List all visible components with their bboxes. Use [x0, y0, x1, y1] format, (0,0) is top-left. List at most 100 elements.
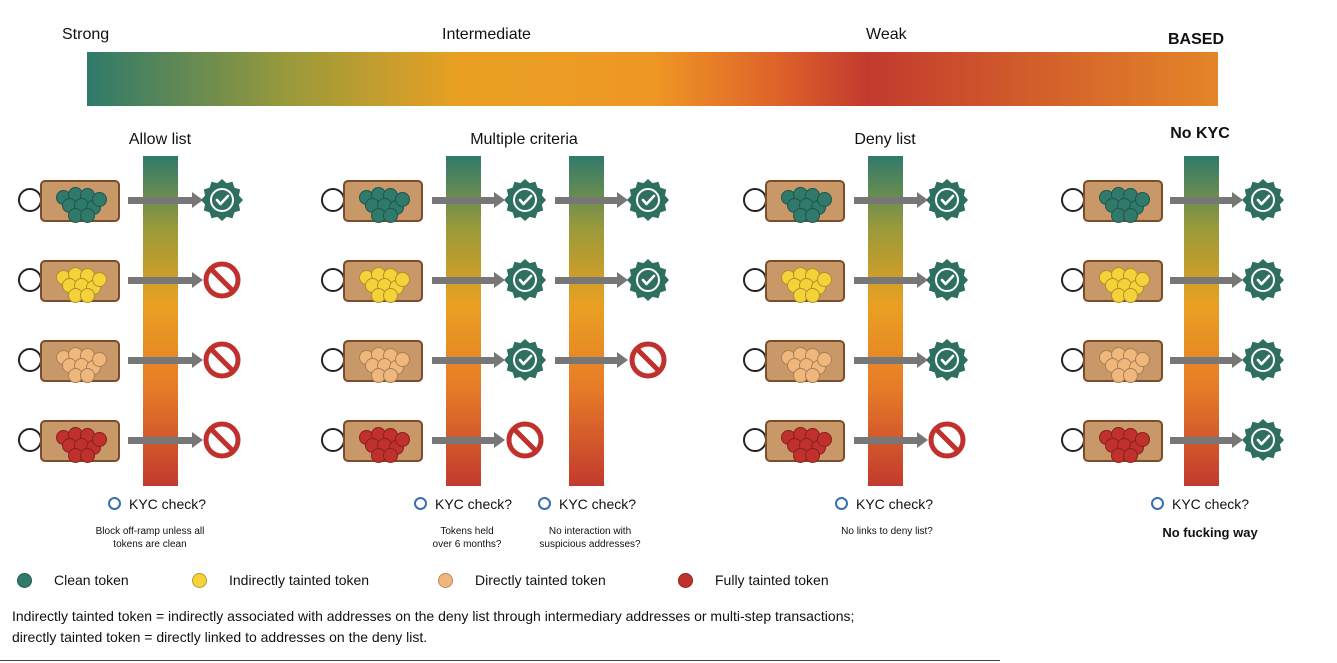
wallet-circle-icon: [743, 348, 767, 372]
footnote: Indirectly tainted token = indirectly as…: [12, 606, 992, 648]
prohibited-icon: [203, 421, 241, 459]
token-coin: [92, 352, 107, 367]
flow-arrow: [555, 192, 628, 208]
wallet-circle-icon: [743, 188, 767, 212]
token-coin: [805, 368, 820, 383]
token-coin: [395, 192, 410, 207]
legend-dot-direct: [438, 573, 453, 588]
magnifier-icon: [538, 497, 551, 510]
legend-label-indirect: Indirectly tainted token: [229, 572, 370, 588]
legend-dot-fully: [678, 573, 693, 588]
flow-arrow: [128, 192, 203, 208]
flow-arrow: [432, 352, 505, 368]
check-badge-icon: [926, 339, 968, 381]
wallet-circle-icon: [321, 348, 345, 372]
kyc-label-text: KYC check?: [435, 496, 513, 512]
strength-gradient-bar: [87, 52, 1218, 106]
wallet-circle-icon: [1061, 428, 1085, 452]
token-coin: [1123, 288, 1138, 303]
column-title-no-kyc: No KYC: [1170, 125, 1230, 142]
column-title-multiple-criteria: Multiple criteria: [470, 131, 578, 148]
flow-arrow: [1170, 352, 1243, 368]
wallet-card: [1083, 180, 1163, 223]
token-coin: [395, 272, 410, 287]
flow-arrow: [432, 192, 505, 208]
kyc-label: KYC check?: [538, 496, 636, 512]
wallet-circle-icon: [743, 428, 767, 452]
wallet-circle-icon: [18, 268, 42, 292]
legend-label-clean: Clean token: [54, 572, 129, 588]
legend-dot-clean: [17, 573, 32, 588]
token-coin: [1135, 192, 1150, 207]
kyc-label: KYC check?: [414, 496, 512, 512]
wallet-card: [343, 260, 423, 303]
prohibited-icon: [203, 341, 241, 379]
flow-arrow: [128, 352, 203, 368]
check-badge-icon: [627, 259, 669, 301]
wallet-card: [1083, 340, 1163, 383]
column-title-deny-list: Deny list: [854, 131, 916, 148]
token-coin: [383, 448, 398, 463]
check-badge-icon: [201, 179, 243, 221]
prohibited-icon: [506, 421, 544, 459]
check-badge-icon: [1242, 259, 1284, 301]
token-coin: [1123, 448, 1138, 463]
wallet-circle-icon: [321, 428, 345, 452]
flow-arrow: [1170, 272, 1243, 288]
scale-label-weak: Weak: [866, 26, 907, 43]
wallet-card: [40, 260, 120, 303]
criteria-note: Tokens held over 6 months?: [432, 526, 502, 550]
token-coin: [805, 288, 820, 303]
prohibited-icon: [928, 421, 966, 459]
criteria-note: No interaction with suspicious addresses…: [539, 526, 641, 550]
footnote-line: Indirectly tainted token = indirectly as…: [12, 608, 855, 624]
magnifier-icon: [414, 497, 427, 510]
column-title-allow-list: Allow list: [128, 131, 192, 148]
wallet-card: [765, 420, 845, 463]
flow-arrow: [432, 272, 505, 288]
token-coin: [817, 432, 832, 447]
token-coin: [80, 448, 95, 463]
wallet-card: [343, 340, 423, 383]
wallet-card: [1083, 420, 1163, 463]
wallet-circle-icon: [321, 188, 345, 212]
token-coin: [805, 448, 820, 463]
token-coin: [1135, 352, 1150, 367]
wallet-card: [765, 260, 845, 303]
wallet-circle-icon: [1061, 268, 1085, 292]
wallet-card: [1083, 260, 1163, 303]
check-badge-icon: [504, 179, 546, 221]
wallet-circle-icon: [321, 268, 345, 292]
check-badge-icon: [504, 259, 546, 301]
wallet-circle-icon: [1061, 348, 1085, 372]
token-coin: [395, 432, 410, 447]
token-coin: [92, 192, 107, 207]
wallet-circle-icon: [18, 188, 42, 212]
kyc-label-text: KYC check?: [1172, 496, 1250, 512]
flow-arrow: [555, 272, 628, 288]
flow-arrow: [854, 432, 928, 448]
wallet-card: [40, 420, 120, 463]
criteria-bar: [868, 156, 903, 486]
check-badge-icon: [1242, 339, 1284, 381]
token-coin: [1135, 432, 1150, 447]
scale-label-intermediate: Intermediate: [442, 26, 531, 43]
token-coin: [383, 288, 398, 303]
wallet-card: [343, 420, 423, 463]
token-coin: [817, 272, 832, 287]
flow-arrow: [555, 352, 628, 368]
check-badge-icon: [627, 179, 669, 221]
token-coin: [92, 432, 107, 447]
bottom-divider: [0, 660, 1000, 661]
wallet-card: [40, 180, 120, 223]
token-coin: [805, 208, 820, 223]
legend-label-direct: Directly tainted token: [475, 572, 606, 588]
token-coin: [92, 272, 107, 287]
check-badge-icon: [504, 339, 546, 381]
criteria-bar: [446, 156, 481, 486]
wallet-circle-icon: [18, 348, 42, 372]
criteria-bar: [143, 156, 178, 486]
flow-arrow: [854, 272, 928, 288]
kyc-label-text: KYC check?: [129, 496, 207, 512]
token-coin: [817, 352, 832, 367]
